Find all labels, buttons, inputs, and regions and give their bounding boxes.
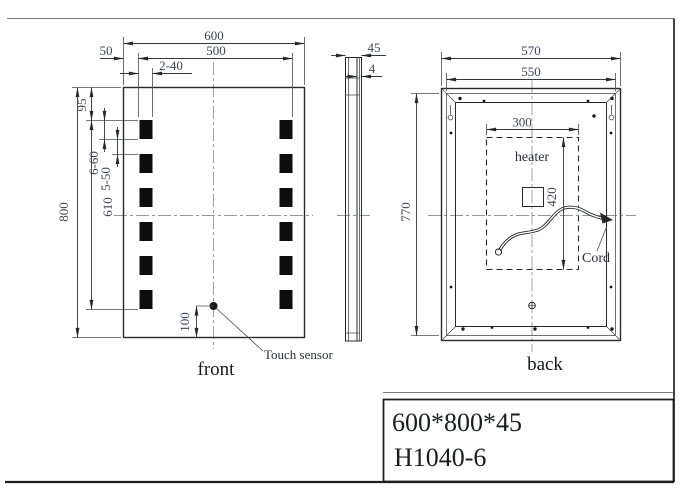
back-dimensions: 570 550 770 300 420 [398,43,621,336]
dim-770: 770 [398,93,439,336]
dim-300-text: 300 [512,115,532,130]
power-cord [494,205,613,256]
front-dimensions: 600 500 50 2-40 800 [56,28,305,338]
dim-570-text: 570 [521,43,541,58]
touch-sensor-leader [216,308,264,352]
dim-570: 570 [441,43,621,86]
led-strip [279,154,293,173]
back-view-label: back [527,354,563,375]
cord-arrow [600,212,613,224]
dim-45-text: 45 [368,40,381,55]
dim-300: 300 [486,115,579,135]
dim-95: 95 [74,87,138,121]
dim-45: 45 [331,40,386,58]
junction-box [522,187,544,207]
dim-800: 800 [56,87,121,338]
led-strip [279,290,293,309]
title-block-model: H1040-6 [394,443,486,472]
led-strip [279,120,293,139]
dim-2-40-text: 2-40 [159,58,183,73]
dim-500-text: 500 [206,43,226,58]
title-block-size: 600*800*45 [392,408,522,437]
led-strip [139,154,153,173]
dim-420: 420 [544,137,566,270]
dim-550-text: 550 [521,64,541,79]
heater-label: heater [515,150,550,165]
dim-5-50: 5-50 [98,127,138,191]
led-strips-left [139,120,153,309]
title-block: 600*800*45 H1040-6 [382,398,675,483]
led-strip [279,188,293,207]
dim-95-text: 95 [74,99,89,112]
cord-plug [494,248,503,256]
cord-leader [596,225,608,252]
dim-610-text: 610 [100,197,115,217]
dim-600: 600 [123,28,305,85]
hanging-brackets [447,105,615,121]
dim-770-text: 770 [398,202,413,222]
dim-50: 50 [100,43,152,61]
dim-100-text: 100 [177,312,192,332]
dim-500: 500 [138,43,293,117]
dim-4-text: 4 [369,61,376,76]
side-view: 45 4 [331,40,386,342]
led-strip [139,222,153,241]
mirror-front-outline [122,86,306,339]
back-view: heater Cord back [428,80,636,375]
front-view: Touch sensor front [114,62,333,380]
back-frame-outer [446,93,616,336]
dim-420-text: 420 [544,187,559,207]
back-frame-inner [455,102,607,327]
led-strip [139,256,153,275]
title-block-box [382,398,675,483]
screw-dots [449,96,614,331]
mirror-back-outline [440,87,622,342]
dim-50-text: 50 [100,43,113,58]
dim-6-60-text: 6-60 [86,151,101,175]
dim-5-50-text: 5-50 [98,167,113,191]
dim-610: 610 [86,120,138,310]
dim-600-text: 600 [204,28,224,43]
dim-6-60: 6-60 [86,108,138,175]
led-strip [139,120,153,139]
side-profile-outline [345,57,362,342]
led-strip [139,290,153,309]
dim-4: 4 [346,61,382,79]
touch-sensor-label: Touch sensor [264,347,333,362]
led-strip [139,188,153,207]
front-view-label: front [198,359,236,380]
dim-100: 100 [177,305,214,338]
dim-550: 550 [446,64,616,91]
heater-pad-outline [485,136,580,271]
dim-800-text: 800 [56,202,71,222]
dim-2-40: 2-40 [120,58,192,117]
back-sensor-hole [528,301,536,310]
led-strip [279,222,293,241]
cord-label: Cord [582,251,610,266]
led-strip [279,256,293,275]
led-strips-right [279,120,293,309]
